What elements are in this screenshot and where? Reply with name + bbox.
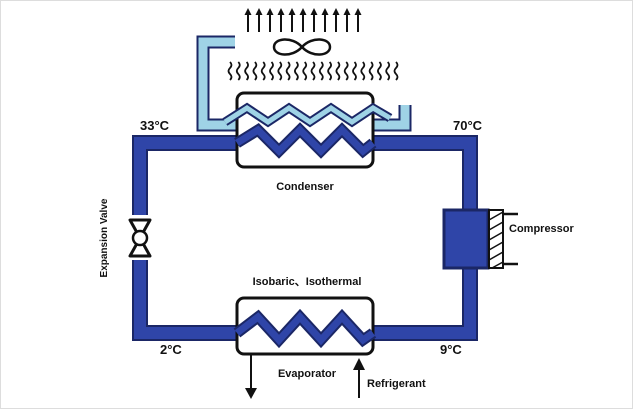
heat-wave-line	[269, 61, 274, 81]
heat-wave-line	[285, 61, 291, 81]
evaporator-unit	[233, 296, 377, 356]
heat-wave-line	[352, 61, 357, 81]
heat-wave-line	[360, 61, 366, 81]
heat-wave-line	[393, 61, 399, 81]
compressor-label: Compressor	[509, 223, 575, 235]
cooling-water-pipe	[196, 35, 412, 132]
temp-label-top-right: 70°C	[453, 118, 483, 133]
heat-wave-line	[327, 61, 332, 81]
heat-wave-line	[343, 61, 349, 81]
fan-icon	[272, 38, 332, 56]
heat-wave-line	[235, 61, 241, 81]
airflow-arrow-head	[343, 8, 351, 15]
piston-hatching	[488, 211, 504, 269]
expansion-valve-label: Expansion Valve	[99, 198, 110, 277]
temp-label-bottom-right: 9°C	[440, 342, 462, 357]
temp-label-top-left: 33°C	[140, 118, 170, 133]
airflow-arrow-head	[332, 8, 340, 15]
condenser-unit	[222, 91, 393, 169]
heat-wave-icon	[227, 61, 399, 81]
airflow-arrow-head	[321, 8, 329, 15]
compressor-unit	[442, 208, 518, 270]
heat-wave-line	[310, 61, 316, 81]
heat-wave-line	[335, 61, 341, 81]
airflow-arrow-head	[277, 8, 285, 15]
temp-label-bottom-left: 2°C	[160, 342, 182, 357]
process-note-label: Isobaric、Isothermal	[253, 276, 362, 288]
heat-wave-line	[252, 61, 258, 81]
refrigerant-label: Refrigerant	[367, 378, 426, 390]
heat-wave-line	[294, 61, 299, 81]
airflow-arrow-head	[354, 8, 362, 15]
heat-wave-line	[377, 61, 382, 81]
heat-wave-line	[385, 61, 391, 81]
heat-wave-line	[368, 61, 374, 81]
heat-wave-line	[277, 61, 283, 81]
airflow-arrow-head	[244, 8, 252, 15]
evaporator-label: Evaporator	[278, 368, 337, 380]
condenser-label: Condenser	[276, 181, 334, 193]
airflow-arrow-head	[299, 8, 307, 15]
heat-wave-line	[302, 61, 308, 81]
airflow-arrow-head	[266, 8, 274, 15]
airflow-arrow-icon	[244, 8, 362, 32]
heat-wave-line	[244, 61, 249, 81]
airflow-arrow-head	[255, 8, 263, 15]
compressor-body	[442, 208, 490, 270]
heat-wave-line	[227, 61, 233, 81]
airflow-arrow-head	[310, 8, 318, 15]
heat-wave-line	[318, 61, 324, 81]
heat-wave-line	[260, 61, 266, 81]
evaporator-out-arrow	[245, 354, 257, 399]
airflow-arrow-head	[288, 8, 296, 15]
refrigerant-in-arrow	[353, 358, 365, 398]
expansion-valve-icon	[128, 215, 152, 260]
